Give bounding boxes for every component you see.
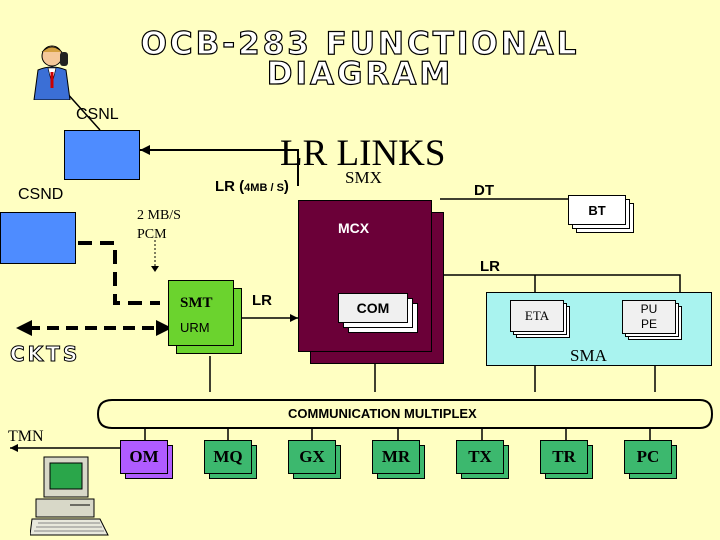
pcm-label: PCM [137,227,167,242]
pcm-rate-label: 2 MB/S [137,208,181,223]
diagram-title-line2: DIAGRAM [266,56,454,92]
smt-box [168,280,244,356]
om-unit: OM [120,440,176,482]
csnl-box [64,130,140,180]
csnd-label: CSND [18,186,64,203]
ckts-label: CKTS [9,342,81,367]
mcx-label: MCX [338,220,370,236]
tx-unit: TX [456,440,512,482]
pc-label: PC [624,440,672,474]
smt-label: SMT [180,295,213,311]
mr-unit: MR [372,440,428,482]
tr-unit: TR [540,440,596,482]
eta-box: ETA [510,300,572,340]
lr-links-label: LR LINKS [280,133,446,174]
tmn-label: TMN [8,428,44,445]
lr-mid-label: LR [252,292,272,309]
com-label: COM [338,293,408,323]
gx-unit: GX [288,440,344,482]
tr-label: TR [540,440,588,474]
sma-label: SMA [570,346,607,365]
bt-label: BT [568,195,626,225]
csnd-box [0,212,76,264]
communication-multiplex-label: COMMUNICATION MULTIPLEX [288,406,477,421]
smx-label: SMX [345,168,382,187]
eta-label: ETA [510,300,564,332]
om-label: OM [120,440,168,474]
diagram-title-line1: OCB-283 FUNCTIONAL [140,26,580,62]
mq-unit: MQ [204,440,260,482]
dt-label: DT [474,182,494,199]
csnl-label: CSNL [76,106,119,123]
com-box: COM [338,293,420,335]
mq-label: MQ [204,440,252,474]
lr-4mbs-label: LR (4MB / S) [215,178,289,195]
computer-terminal-icon [30,455,110,537]
mr-label: MR [372,440,420,474]
urm-label: URM [180,320,210,335]
pc-unit: PC [624,440,680,482]
lr-right-label: LR [480,258,500,275]
tx-label: TX [456,440,504,474]
gx-label: GX [288,440,336,474]
telephone-user-icon [30,42,76,100]
bt-box: BT [568,195,636,235]
